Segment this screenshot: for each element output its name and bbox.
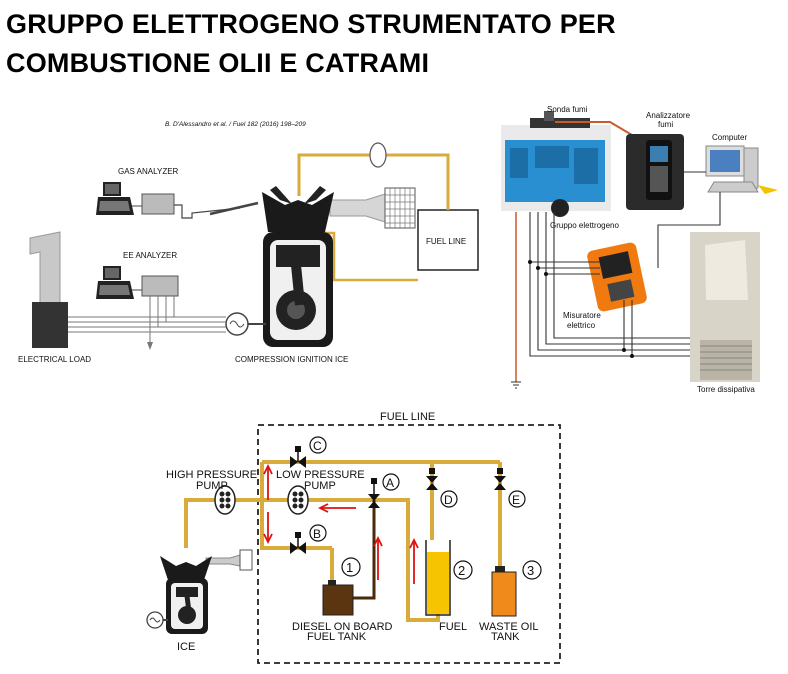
gas-analyzer-label: GAS ANALYZER [118,167,179,176]
gruppo-elettrogeno-label: Gruppo elettrogeno [550,221,619,230]
ee-analyzer-box [141,275,179,297]
valve-d-label: D [444,493,453,507]
fuel-line-label: FUEL LINE [426,237,466,246]
engine-label: COMPRESSION IGNITION ICE [235,355,348,364]
fuel-tank [425,540,451,616]
fuel-line-title: FUEL LINE [380,411,435,423]
analizzatore-label-2: fumi [658,120,673,129]
electrical-load-box [32,302,68,348]
ice-label: ICE [177,641,195,653]
computer-label: Computer [712,133,747,142]
sonda-fumi-label: Sonda fumi [547,105,588,114]
high-pressure-pump-label-2: PUMP [196,480,228,492]
tank-1-number: 1 [346,560,353,575]
waste-oil-label-1: WASTE OIL [479,621,539,633]
tank-3-number: 3 [527,563,534,578]
dissipative-tower-photo [690,232,760,382]
electrical-wires [68,296,226,342]
ee-analyzer-label: EE ANALYZER [123,251,177,260]
wiring-nodes [528,260,634,358]
valve-c-label: C [313,439,322,453]
flue-gas-analyzer-photo [626,134,684,210]
computer-icon [705,145,778,194]
diesel-tank [322,580,354,616]
low-pressure-pump-label-1: LOW PRESSURE [276,469,365,481]
valve-a-icon [368,478,380,508]
compression-ignition-engine [262,186,334,347]
ice-engine-icon [160,549,253,634]
valve-b-icon [290,532,306,554]
diesel-tank-label-1: DIESEL ON BOARD [292,621,393,633]
valve-c-icon [290,446,306,468]
page-title-line-2: COMBUSTIONE OLII E CATRAMI [6,48,430,78]
valve-d-icon [426,468,438,490]
high-pressure-pump-icon [214,485,236,515]
diesel-suction-pipe [352,500,376,600]
valve-e-label: E [512,493,520,507]
low-pressure-pump-icon [287,485,309,515]
power-meter-photo [587,242,647,312]
misuratore-label-2: elettrico [567,321,596,330]
generator-photo [501,111,611,217]
analizzatore-label-1: Analizzatore [646,111,691,120]
fuel-line-boundary [257,424,561,664]
valve-a-label: A [386,476,394,490]
page-title-line-1: GRUPPO ELETTROGENO STRUMENTATO PER [6,9,616,39]
misuratore-label-1: Misuratore [563,311,601,320]
citation: B. D'Alessandro et al. / Fuel 182 (2016)… [165,121,306,128]
filter-grid-lines [385,188,415,228]
electrical-load-label: ELECTRICAL LOAD [18,355,91,364]
tank-2-number: 2 [458,563,465,578]
valve-e-icon [494,468,506,490]
fuel-supply-pipe [297,153,450,210]
flow-arrows [263,463,419,584]
low-pressure-pump-label-2: PUMP [304,480,336,492]
high-pressure-pump-icon [369,142,387,168]
high-pressure-pump-label-1: HIGH PRESSURE [166,469,257,481]
waste-oil-label-2: TANK [491,631,520,643]
fuel-tank-label: FUEL [439,621,467,633]
diesel-tank-label-2: FUEL TANK [307,631,367,643]
gas-analyzer-box [141,193,175,215]
torre-label: Torre dissipativa [697,385,755,394]
ee-analyzer-laptop-icon [96,266,134,299]
valve-b-label: B [313,527,321,541]
gas-analyzer-laptop-icon [96,182,134,215]
waste-oil-tank [491,566,517,617]
